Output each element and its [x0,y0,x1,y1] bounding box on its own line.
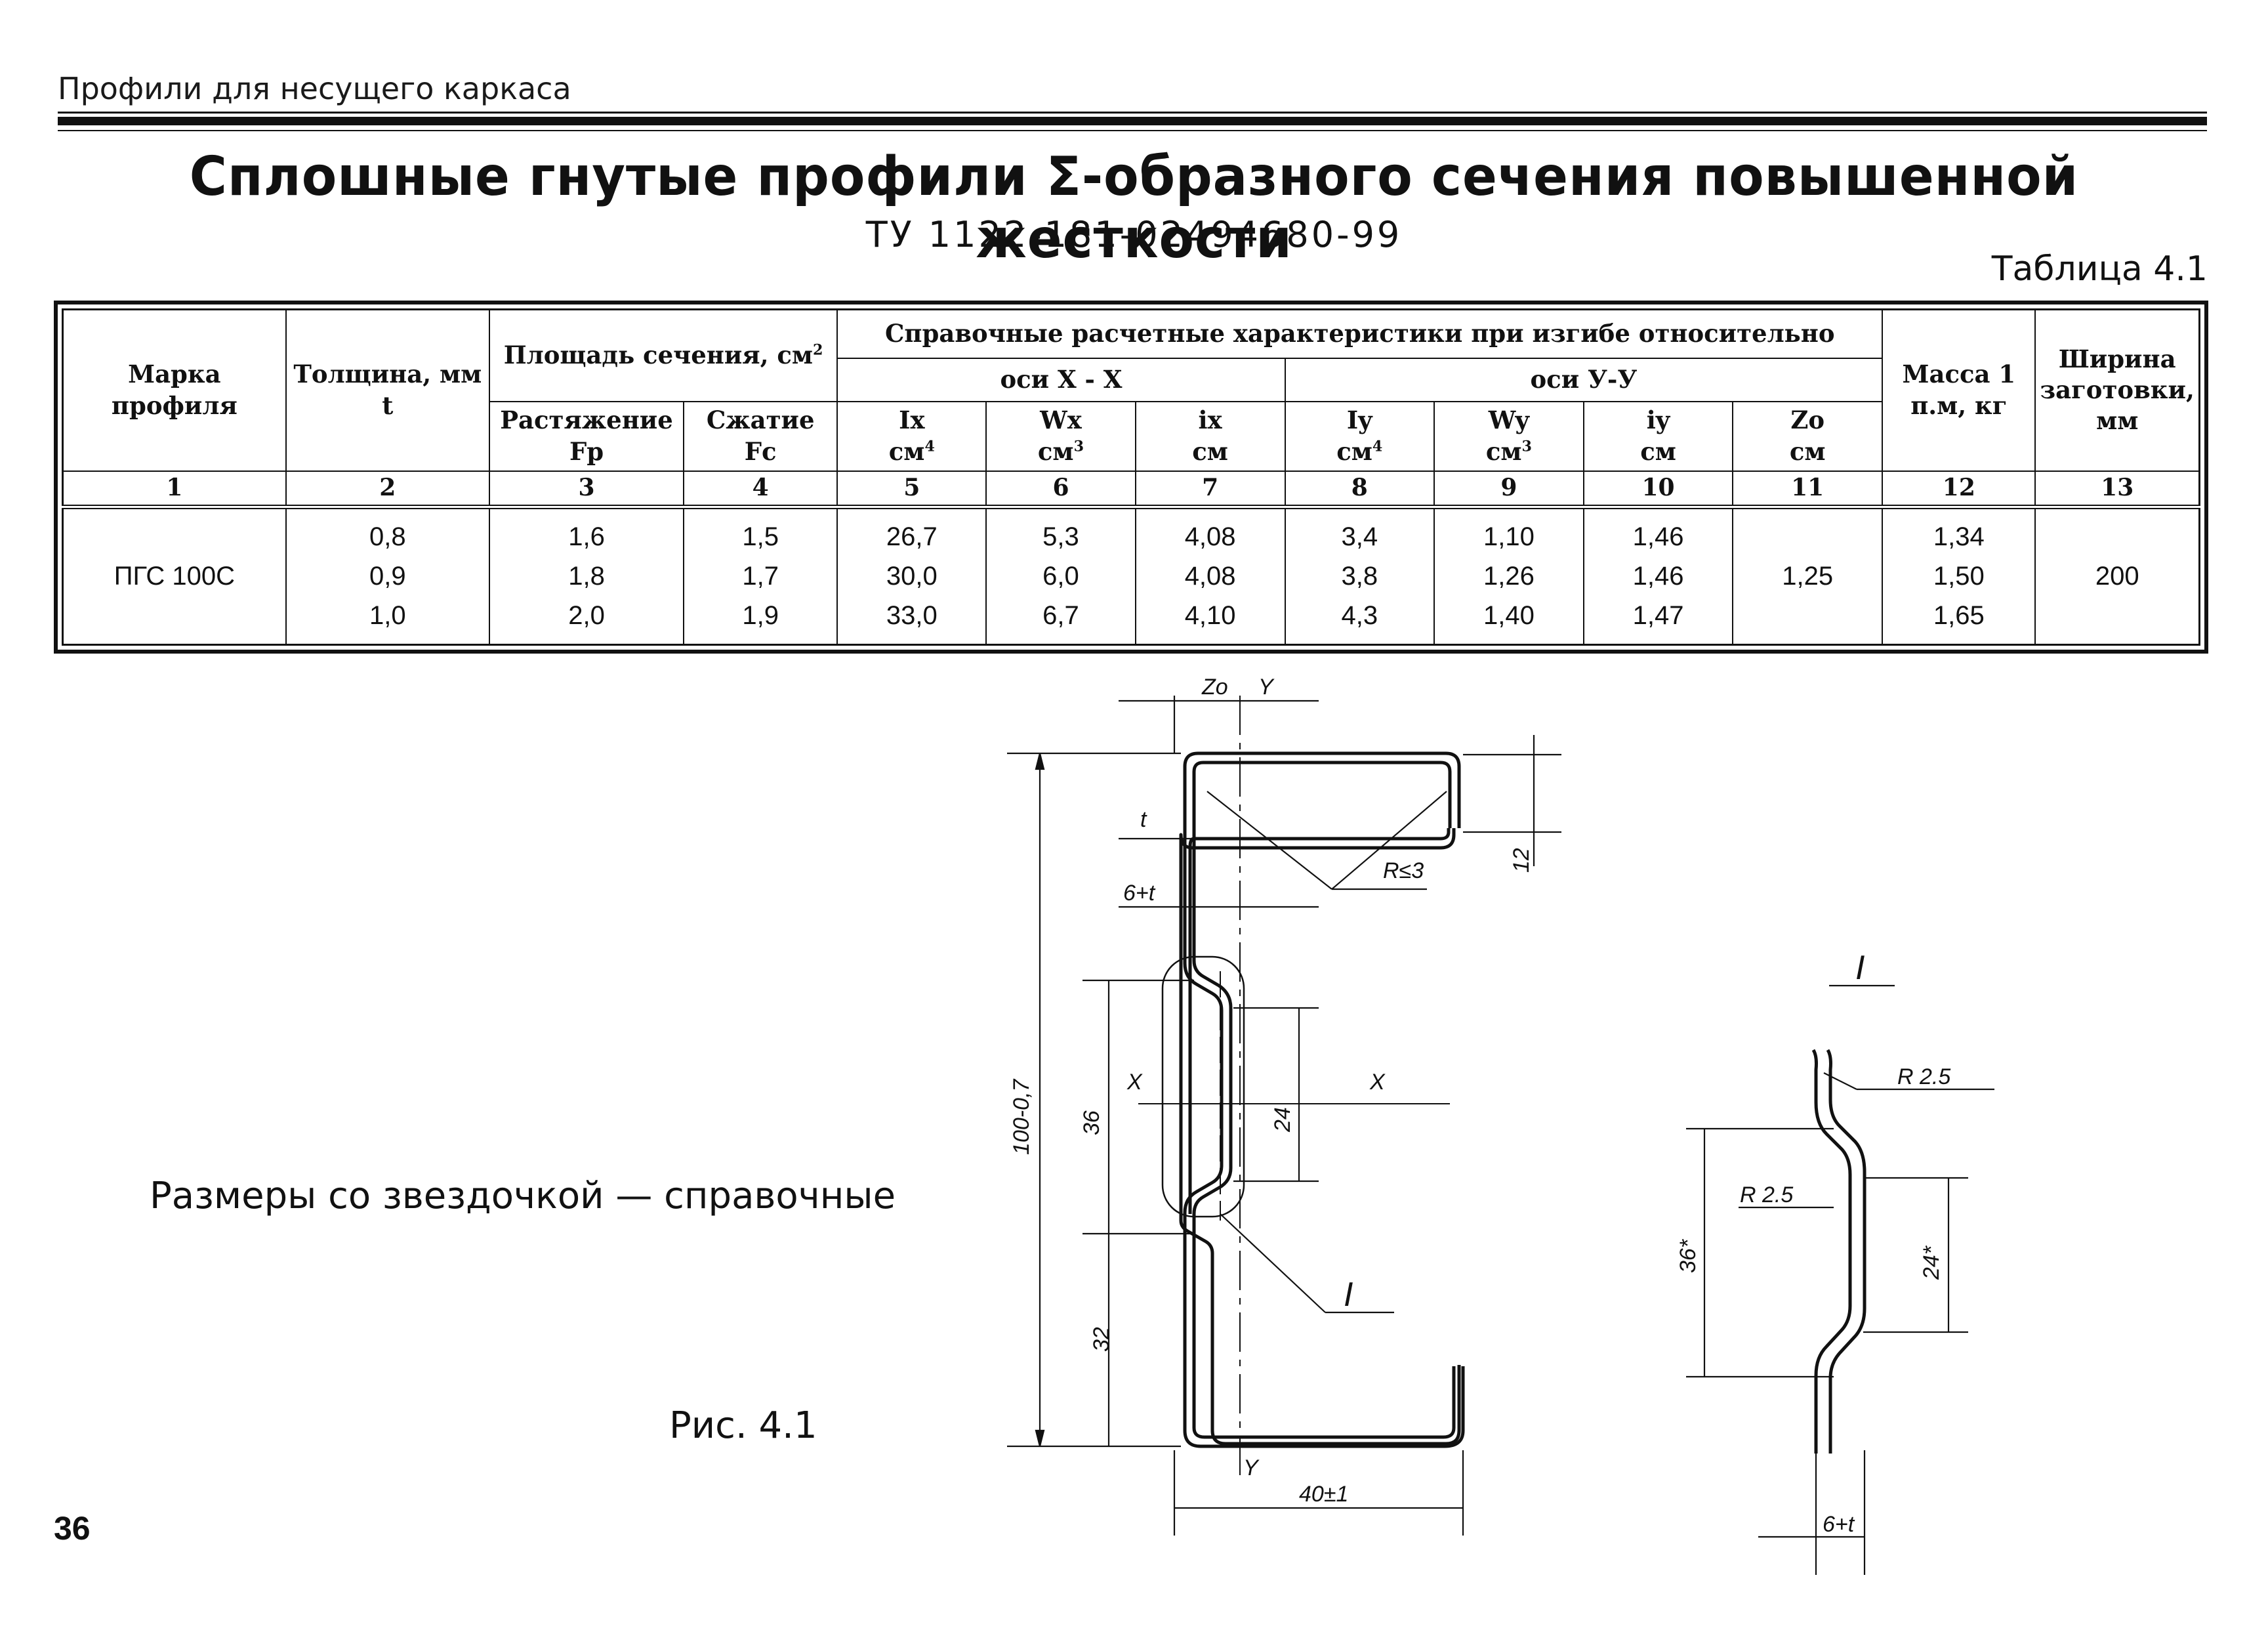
spec-table: Марка профиля Толщина, мм t Площадь сече… [62,308,2200,646]
col-number: 7 [1134,470,1286,509]
col-number: 13 [2034,470,2200,509]
reference-note: Размеры со звездочкой — справочные [150,1175,896,1217]
header-axis-x: оси X - X [836,357,1286,402]
col-number: 4 [683,470,838,509]
header-mark: Марка профиля [62,308,287,472]
header-rule-top [58,112,2207,114]
header-area: Площадь сечения, см2 [488,308,838,402]
label-dim-24-star: 24* [1919,1245,1944,1280]
standard-number: ТУ 1122-181-02494680-99 [865,214,1403,255]
col-number: 9 [1433,470,1584,509]
page-number: 36 [54,1510,91,1547]
table-label: Таблица 4.1 [1991,249,2208,289]
col-number: 10 [1582,470,1734,509]
col-number: 11 [1732,470,1884,509]
detail-outline-right [1826,1049,1866,1454]
label-r25-bottom: R 2.5 [1740,1182,1793,1207]
col-number: 12 [1882,470,2036,509]
header-axis-y: оси У-У [1284,357,1884,402]
label-six-t: 6+t [1123,881,1156,906]
label-dim-24: 24 [1270,1107,1295,1133]
col-number: 6 [985,470,1136,509]
label-dim-32: 32 [1089,1327,1114,1352]
label-dim-36-star: 36* [1676,1238,1701,1273]
header-rule-bottom [58,130,2207,131]
drawing-labels: Zo Y t 6+t R≤3 12 100-0,7 36 24 32 X X Y… [1009,675,1950,1537]
label-y-top: Y [1258,675,1275,700]
cell-mark: ПГС 100С [62,506,287,646]
profile-section-outer [1179,828,1461,1446]
col-number: 1 [62,470,287,509]
label-detail-ref: I [1344,1276,1353,1314]
detail-dimension-lines [1686,984,1994,1575]
label-y-bottom: Y [1243,1455,1260,1480]
cell-zo: 1,25 [1732,506,1884,646]
header-mass: Масса 1 п.м, кг [1882,308,2036,472]
cell-width: 200 [2034,506,2200,646]
detail-callout-ellipse [1161,955,1245,1218]
label-r25-top: R 2.5 [1897,1064,1950,1089]
profile-main-outer [1183,751,1465,1448]
col-number: 5 [836,470,987,509]
label-dim-36: 36 [1079,1110,1104,1135]
label-zo: Zo [1201,675,1228,700]
col-number: 2 [285,470,490,509]
label-x-right: X [1369,1070,1386,1095]
page-title: Сплошные гнутые профили Σ-образного сече… [189,146,2079,270]
profile-section-inner [1188,828,1451,1214]
profile-outline [1179,751,1465,1448]
profile-main-inner [1192,761,1456,1439]
label-six-t-detail: 6+t [1823,1512,1855,1537]
section-title: Профили для несущего каркаса [58,71,571,106]
col-number: 8 [1284,470,1435,509]
label-x-left: X [1126,1070,1143,1095]
header-thickness: Толщина, мм t [285,308,490,472]
label-dim-40: 40±1 [1299,1482,1348,1507]
figure-caption: Рис. 4.1 [669,1404,817,1447]
header-rule-thick [58,117,2207,125]
detail-outline-left [1811,1049,1852,1454]
centre-lines [1138,696,1450,1483]
header-width: Ширина заготовки, мм [2034,308,2200,472]
header-bending: Справочные расчетные характеристики при … [836,308,1884,359]
col-number: 3 [488,470,685,509]
label-radius: R≤3 [1383,858,1424,883]
label-t: t [1140,807,1147,832]
spec-table-frame: Марка профиля Толщина, мм t Площадь сече… [54,301,2208,654]
dimension-lines [1007,696,1561,1536]
label-detail-title: I [1855,949,1865,987]
detail-view [1811,1049,1866,1454]
label-dim-12: 12 [1509,848,1534,873]
label-dim-100: 100-0,7 [1009,1079,1034,1155]
